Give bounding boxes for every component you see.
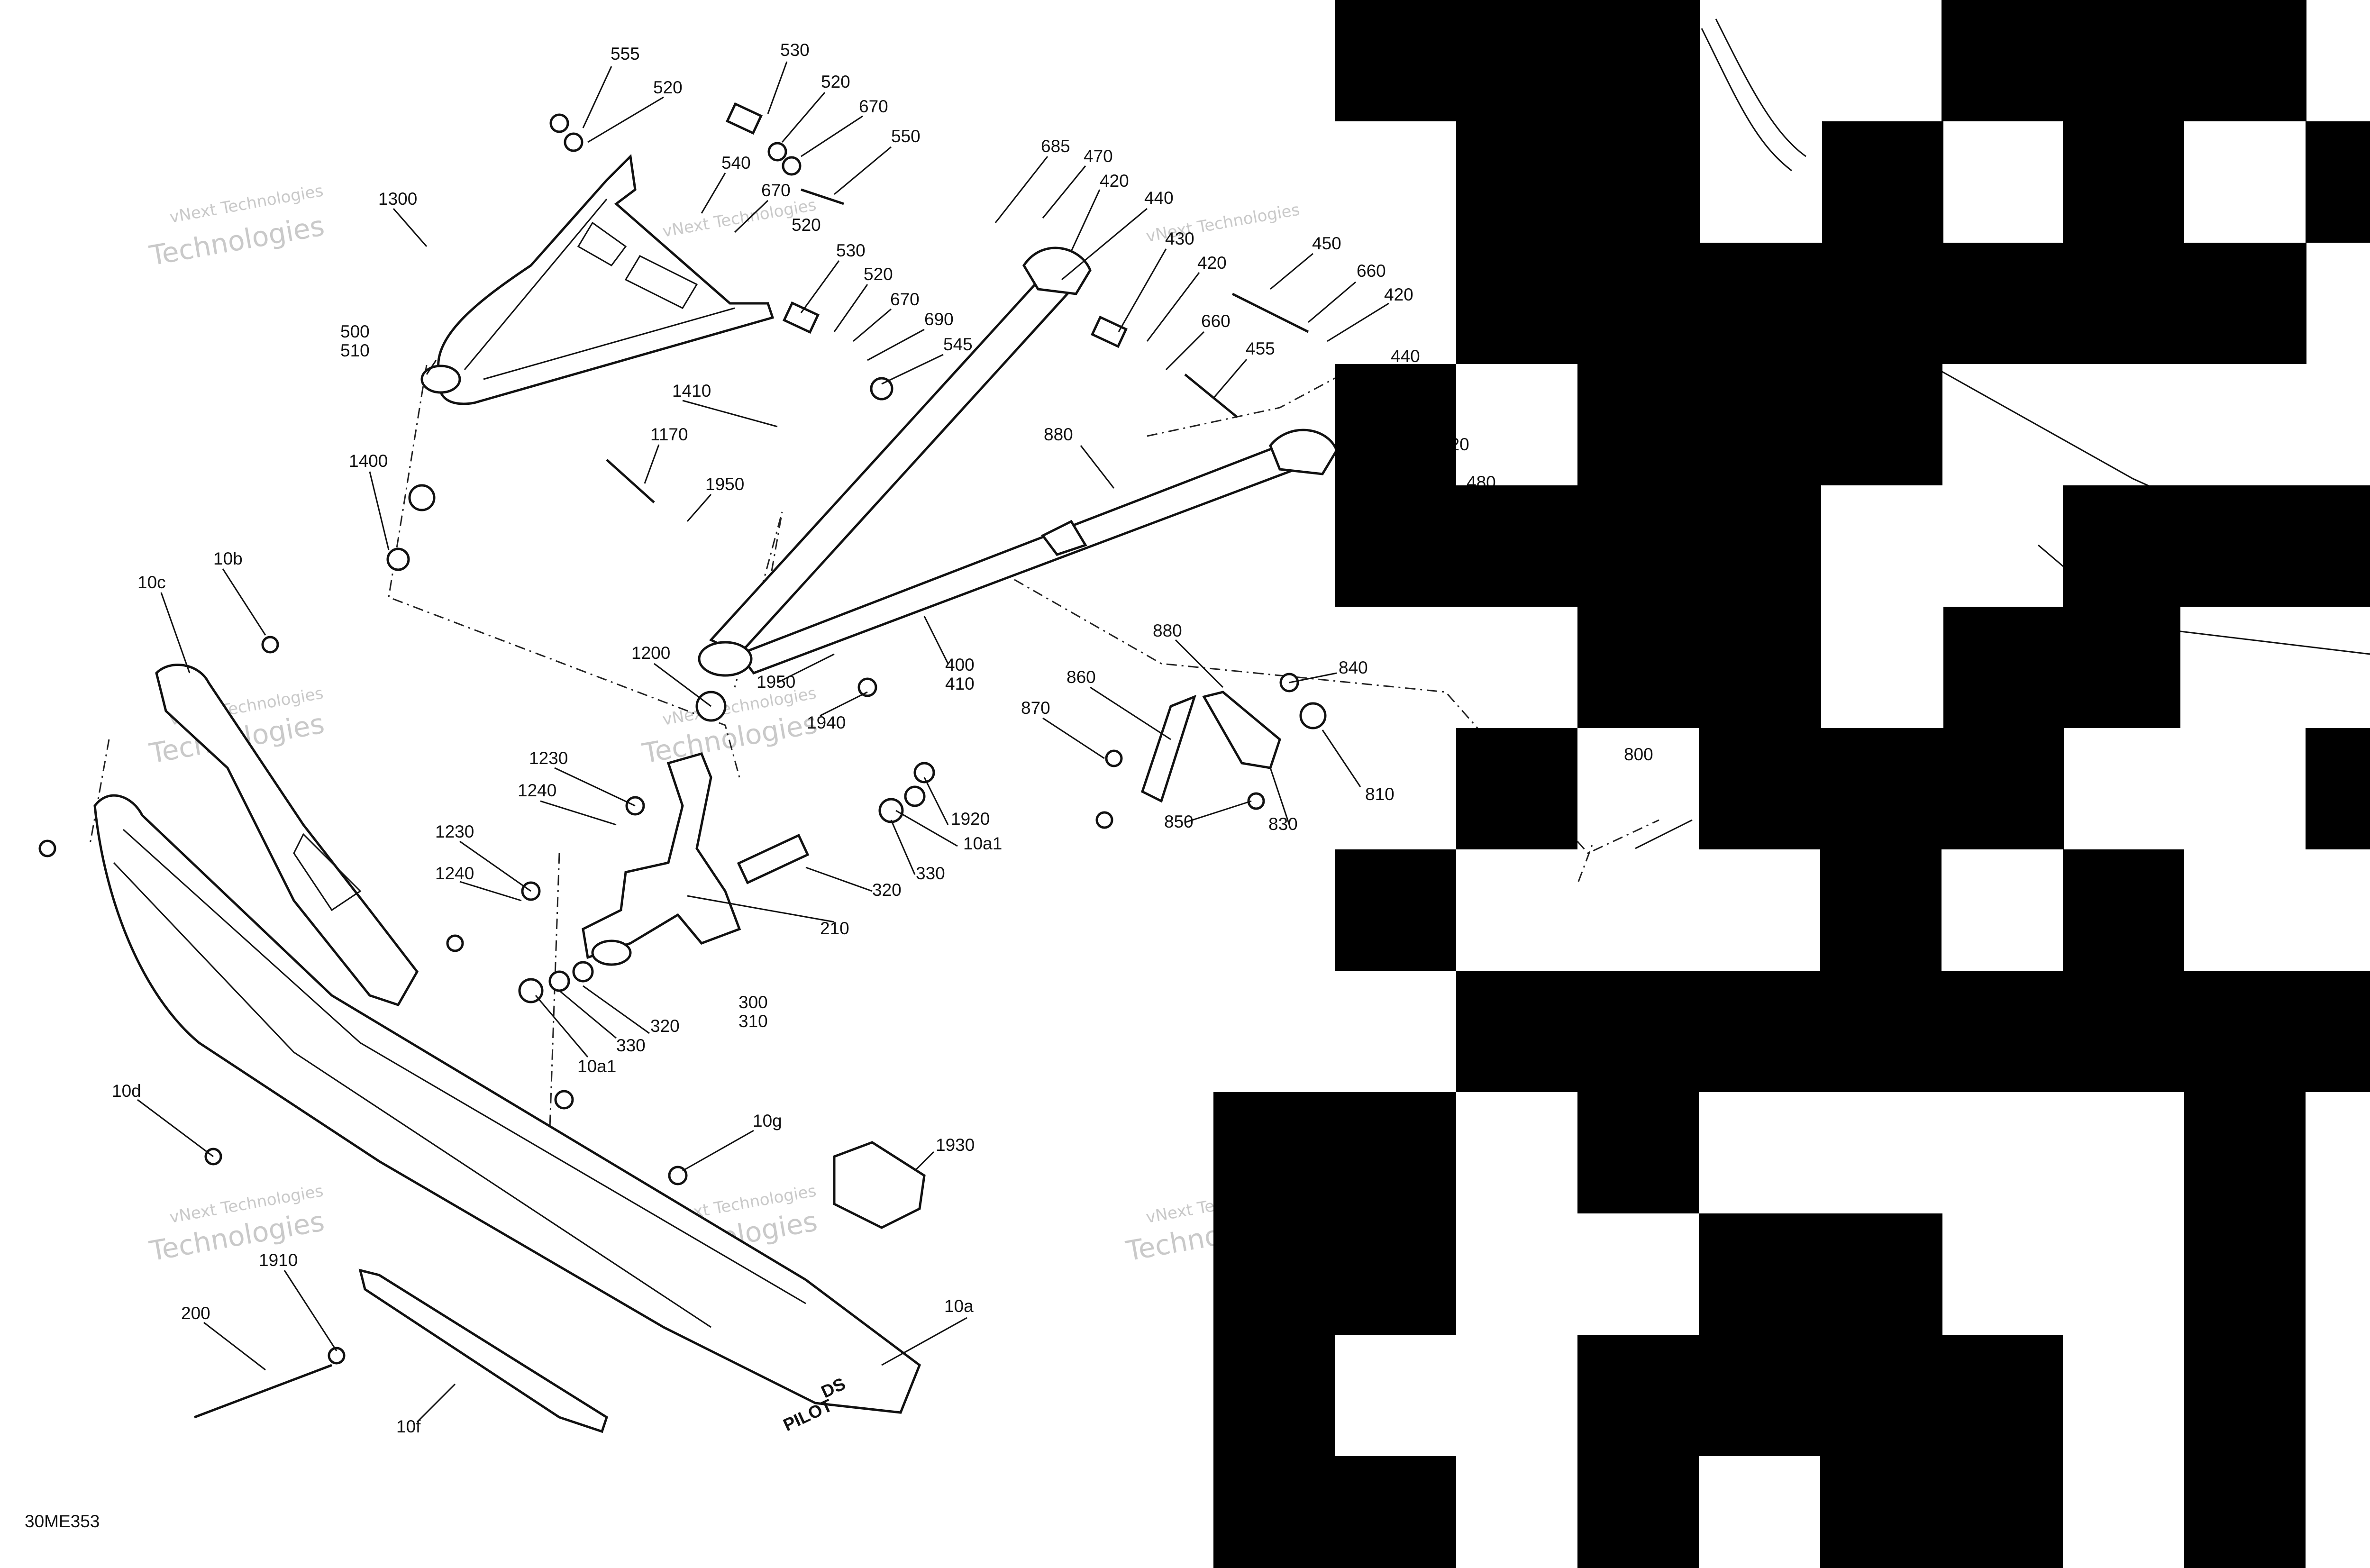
callout-label: 440 [1391,346,1420,366]
callout-label: 10a [944,1296,974,1316]
callout-label: 810 [1365,784,1395,804]
callout-label: 10c [137,573,166,592]
callout-label: 1920 [951,809,990,829]
callout-label: 1300 [378,189,417,209]
callout-label: 1170 [650,425,688,444]
callout-label: 430 [1165,229,1194,248]
callout-label: 660 [1357,261,1386,281]
callout-label: 530 [780,40,810,60]
callout-label: 545 [943,335,973,354]
callout-label: 1240 [518,781,556,800]
callout-label: 300 [738,993,768,1012]
callout-label: 400 [945,655,975,675]
callout-label: 1400 [349,451,388,471]
callout-label: 10g [753,1111,782,1130]
leader-lines [137,61,1389,1423]
callout-label: 880 [1153,621,1182,640]
callout-label: 510 [340,341,370,360]
callout-label: 840 [1339,658,1368,677]
callout-label: 1950 [705,474,744,494]
callout-label: 455 [1246,339,1275,358]
callout-label: 320 [872,880,902,900]
callout-label: 310 [738,1012,768,1031]
callout-label: 540 [721,153,751,173]
diagram-code: 30ME353 [25,1512,100,1531]
callout-label: 880 [1044,425,1073,444]
callout-label: 1410 [672,381,711,401]
mosaic-overlay [1213,0,2370,1568]
callout-label: 1950 [757,672,795,692]
ski: PILOT DS [93,664,926,1435]
callout-label: 690 [924,310,954,329]
callout-label: 1230 [435,822,474,841]
callout-label: 10a1 [963,834,1002,853]
callout-label: 555 [611,44,640,64]
callout-label: 685 [1041,137,1070,156]
spindle [582,752,741,966]
callout-label: 660 [1201,311,1231,331]
callout-label: 10d [112,1081,141,1101]
callout-label: 800 [1624,745,1653,764]
callout-label: 1240 [435,864,474,883]
callout-label: 450 [1312,234,1341,253]
callout-label: 320 [650,1016,680,1036]
callout-label: 530 [836,241,866,260]
callout-label: 670 [890,290,920,309]
hardware-group [38,102,1327,1419]
callout-label: 1940 [807,713,846,732]
callout-label: 1200 [631,643,670,663]
callout-label: 10f [396,1417,421,1436]
callout-label: 440 [1144,188,1174,208]
callout-label: 200 [181,1304,210,1323]
lower-a-arm [698,246,1338,677]
upper-a-arm [420,154,775,405]
callout-label: 210 [820,919,849,938]
callout-label: 550 [891,127,921,146]
callout-label: 330 [616,1036,646,1055]
callout-label: 330 [916,864,945,883]
callout-label: 670 [859,97,888,116]
callout-label: 1910 [259,1250,298,1270]
callout-label: 10b [213,549,243,568]
callout-label: 520 [792,215,821,235]
callout-label: 830 [1268,814,1298,834]
callout-label: 470 [1084,146,1113,166]
callout-label: 860 [1066,667,1096,687]
callout-label: 670 [761,181,791,200]
callout-label: 870 [1021,698,1050,718]
callout-label: 410 [945,674,975,693]
callout-label: 500 [340,322,370,341]
callout-label: 1930 [936,1135,975,1155]
callout-label: 420 [1384,285,1413,304]
callout-label: 420 [1197,253,1227,273]
callout-label: 420 [1100,171,1129,191]
callout-label: 520 [653,78,683,97]
callout-label: 1230 [529,748,568,768]
callout-label: 10a1 [577,1057,616,1076]
callout-label: 520 [864,264,893,284]
callout-label: 520 [821,72,850,91]
